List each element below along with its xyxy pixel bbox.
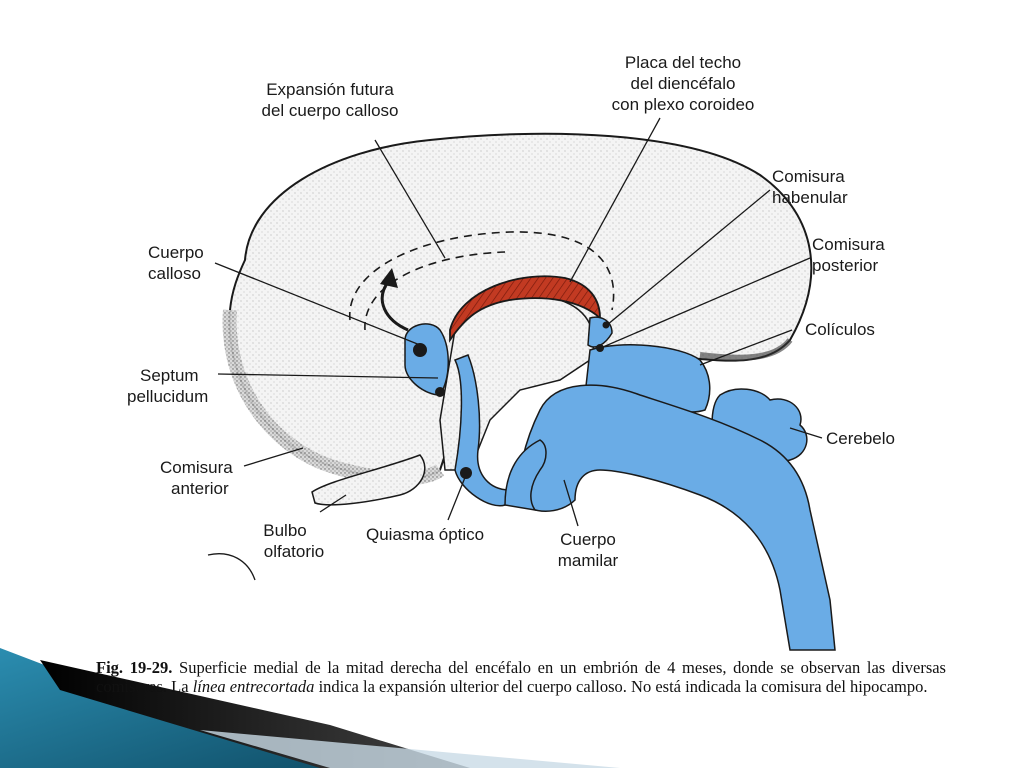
label-cuerpo-mamilar-line1: Cuerpo bbox=[560, 530, 616, 549]
label-expansion-futura: Expansión futura del cuerpo calloso bbox=[261, 80, 398, 120]
caption-text-1: Superficie medial de la mitad derecha de… bbox=[96, 658, 946, 696]
label-cuerpo-calloso-line2: calloso bbox=[148, 264, 201, 283]
caption-text-2: indica la expansión ulterior del cuerpo … bbox=[314, 677, 928, 696]
ventricular-system bbox=[404, 316, 836, 651]
label-comisura-habenular: Comisura habenular bbox=[772, 167, 848, 207]
slide-decoration bbox=[0, 648, 620, 768]
arrowhead-icon bbox=[380, 268, 398, 288]
label-comisura-posterior: Comisura posterior bbox=[812, 235, 885, 275]
label-bulbo-olfatorio: Bulbo olfatorio bbox=[263, 521, 324, 561]
label-quiasma-optico: Quiasma óptico bbox=[366, 525, 484, 544]
label-comisura-anterior: Comisura anterior bbox=[160, 458, 233, 498]
label-comisura-posterior-line1: Comisura bbox=[812, 235, 885, 254]
label-comisura-anterior-line2: anterior bbox=[171, 479, 229, 498]
label-comisura-anterior-line1: Comisura bbox=[160, 458, 233, 477]
label-cuerpo-calloso-line1: Cuerpo bbox=[148, 243, 204, 262]
label-cuerpo-mamilar: Cuerpo mamilar bbox=[558, 530, 619, 570]
label-septum-pellucidum: Septum pellucidum bbox=[127, 366, 208, 406]
stray-arc bbox=[207, 553, 256, 581]
figure-caption: Fig. 19-29. Superficie medial de la mita… bbox=[96, 658, 946, 696]
label-cerebelo: Cerebelo bbox=[826, 429, 895, 448]
future-expansion-dashed-line bbox=[349, 231, 615, 321]
label-cuerpo-mamilar-line2: mamilar bbox=[558, 551, 619, 570]
olfactory-bulb bbox=[311, 454, 426, 506]
figure-number: Fig. 19-29. bbox=[96, 658, 173, 677]
label-expansion-futura-line1: Expansión futura bbox=[266, 80, 394, 99]
label-expansion-futura-line2: del cuerpo calloso bbox=[261, 101, 398, 120]
caption-italic: línea entrecortada bbox=[192, 677, 315, 696]
label-comisura-habenular-line1: Comisura bbox=[772, 167, 845, 186]
label-bulbo-olfatorio-line2: olfatorio bbox=[264, 542, 324, 561]
label-septum-pellucidum-line1: Septum bbox=[140, 366, 199, 385]
label-placa-techo: Placa del techo del diencéfalo con plexo… bbox=[612, 53, 755, 114]
label-septum-pellucidum-line2: pellucidum bbox=[127, 387, 208, 406]
future-expansion-dashed-line-inner bbox=[364, 251, 506, 331]
label-coliculos: Colículos bbox=[805, 320, 875, 339]
label-cuerpo-calloso: Cuerpo calloso bbox=[148, 243, 204, 283]
expansion-arrow-icon bbox=[380, 281, 409, 332]
label-placa-techo-line3: con plexo coroideo bbox=[612, 95, 755, 114]
label-bulbo-olfatorio-line1: Bulbo bbox=[263, 521, 306, 540]
label-comisura-habenular-line2: habenular bbox=[772, 188, 848, 207]
label-comisura-posterior-line2: posterior bbox=[812, 256, 878, 275]
commissure-markers bbox=[413, 321, 610, 479]
label-placa-techo-line2: del diencéfalo bbox=[631, 74, 736, 93]
label-placa-techo-line1: Placa del techo bbox=[625, 53, 741, 72]
leader-lines bbox=[214, 117, 823, 527]
